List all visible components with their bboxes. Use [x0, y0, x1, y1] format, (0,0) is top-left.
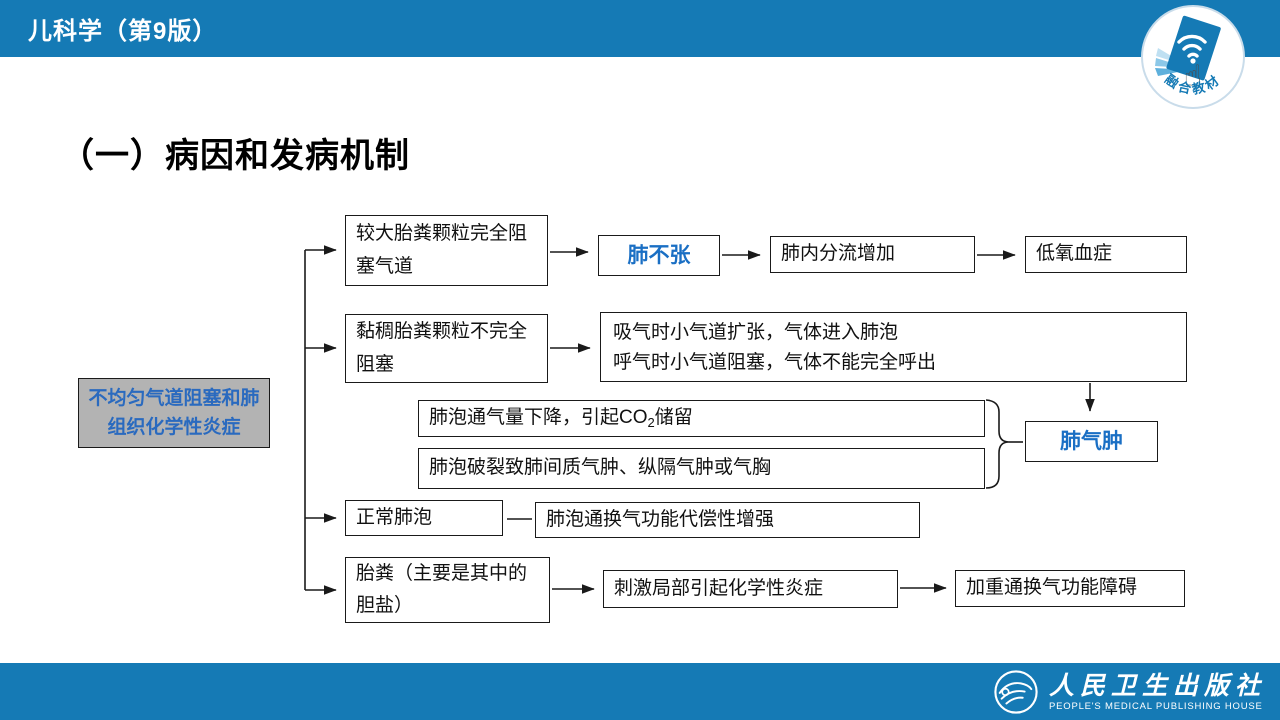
publisher-name-cn: 人民卫生出版社 — [1048, 671, 1266, 701]
publisher-name-en: PEOPLE'S MEDICAL PUBLISHING HOUSE — [1048, 700, 1263, 712]
footer-bar — [0, 663, 1280, 720]
box-chemical-inflammation: 刺激局部引起化学性炎症 — [603, 570, 898, 608]
book-icon — [1166, 15, 1221, 81]
box-ventilation-impairment: 加重通换气功能障碍 — [955, 570, 1185, 607]
publisher-text: 人民卫生出版社 PEOPLE'S MEDICAL PUBLISHING HOUS… — [1049, 672, 1266, 712]
brace — [985, 399, 1010, 489]
box-air-trapping: 吸气时小气道扩张，气体进入肺泡 呼气时小气道阻塞，气体不能完全呼出 — [600, 312, 1187, 382]
header-title: 儿科学（第9版） — [28, 18, 218, 45]
box-intrapulmonary-shunt: 肺内分流增加 — [770, 236, 975, 273]
box-emphysema: 肺气肿 — [1025, 421, 1158, 462]
publisher-logo: 人民卫生出版社 PEOPLE'S MEDICAL PUBLISHING HOUS… — [993, 669, 1266, 715]
fusion-badge: ☝ 融合教材 — [1141, 5, 1245, 109]
box-alveolar-rupture: 肺泡破裂致肺间质气肿、纵隔气肿或气胸 — [418, 448, 985, 489]
wifi-dot-icon — [1190, 58, 1196, 64]
box-co2-retention: 肺泡通气量下降，引起CO2储留 — [418, 400, 985, 437]
box-partial-obstruction: 黏稠胎粪颗粒不完全阻塞 — [345, 314, 548, 383]
hand-icon: ☝ — [1184, 59, 1202, 94]
header-bar: 儿科学（第9版） — [0, 0, 1280, 57]
co2-retention-text: 肺泡通气量下降，引起CO2储留 — [429, 407, 693, 431]
box-complete-obstruction: 较大胎粪颗粒完全阻塞气道 — [345, 215, 548, 286]
box-atelectasis: 肺不张 — [598, 235, 720, 276]
page-title: （一）病因和发病机制 — [60, 137, 410, 175]
wifi-icon — [1177, 34, 1207, 58]
box-meconium-bile: 胎粪（主要是其中的胆盐） — [345, 557, 550, 623]
trigger-box: 不均匀气道阻塞和肺组织化学性炎症 — [78, 378, 270, 448]
publisher-icon — [994, 670, 1038, 714]
air-trapping-line1: 吸气时小气道扩张，气体进入肺泡 — [613, 322, 899, 343]
box-hypoxemia: 低氧血症 — [1025, 236, 1187, 273]
air-trapping-line2: 呼气时小气道阻塞，气体不能完全呼出 — [613, 352, 937, 374]
box-normal-alveoli: 正常肺泡 — [345, 500, 503, 536]
box-compensation: 肺泡通换气功能代偿性增强 — [535, 502, 920, 538]
